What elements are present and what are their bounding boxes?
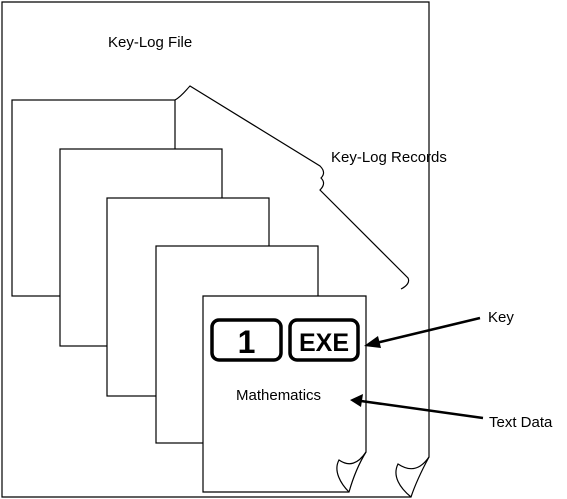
digit-one-key-label: 1 bbox=[238, 324, 256, 360]
key-log-file-label: Key-Log File bbox=[108, 34, 192, 51]
exe-key: EXE bbox=[288, 318, 360, 362]
digit-one-key: 1 bbox=[210, 318, 283, 362]
key-log-file-page-fold bbox=[395, 456, 430, 498]
key-arrow-line bbox=[375, 316, 481, 345]
key-arrow-head bbox=[364, 336, 381, 348]
text-data-arrow-head bbox=[350, 394, 363, 407]
text-data-arrow-line bbox=[360, 399, 484, 420]
records-brace bbox=[174, 85, 410, 290]
exe-key-label: EXE bbox=[299, 329, 349, 357]
key-label: Key bbox=[488, 309, 514, 326]
mathematics-text: Mathematics bbox=[236, 387, 321, 404]
front-record-page-fold bbox=[336, 451, 367, 493]
key-log-records-label: Key-Log Records bbox=[331, 149, 447, 166]
text-data-label: Text Data bbox=[489, 414, 553, 431]
